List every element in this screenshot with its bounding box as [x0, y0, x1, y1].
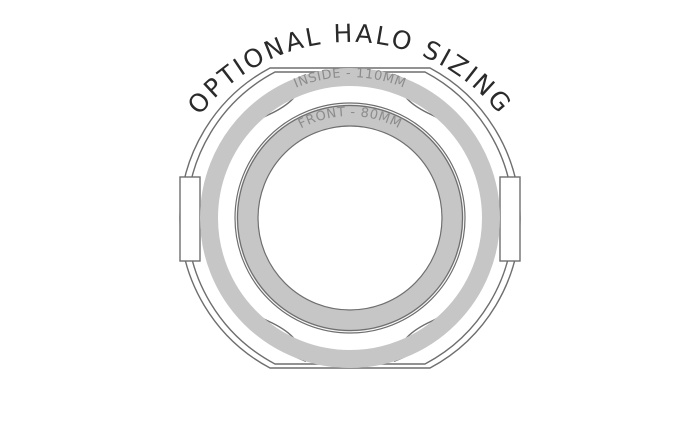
- housing-outer: [179, 67, 521, 369]
- front-ring-outer-edge: [234, 102, 466, 334]
- lens-opening: [257, 125, 443, 311]
- housing-inner: [186, 71, 514, 365]
- front-halo-ring: [236, 104, 464, 332]
- inside-halo-ring: [200, 68, 500, 368]
- left-tab: [179, 176, 201, 262]
- front-ring-outer-edge-2: [236, 104, 464, 332]
- right-tab: [499, 176, 521, 262]
